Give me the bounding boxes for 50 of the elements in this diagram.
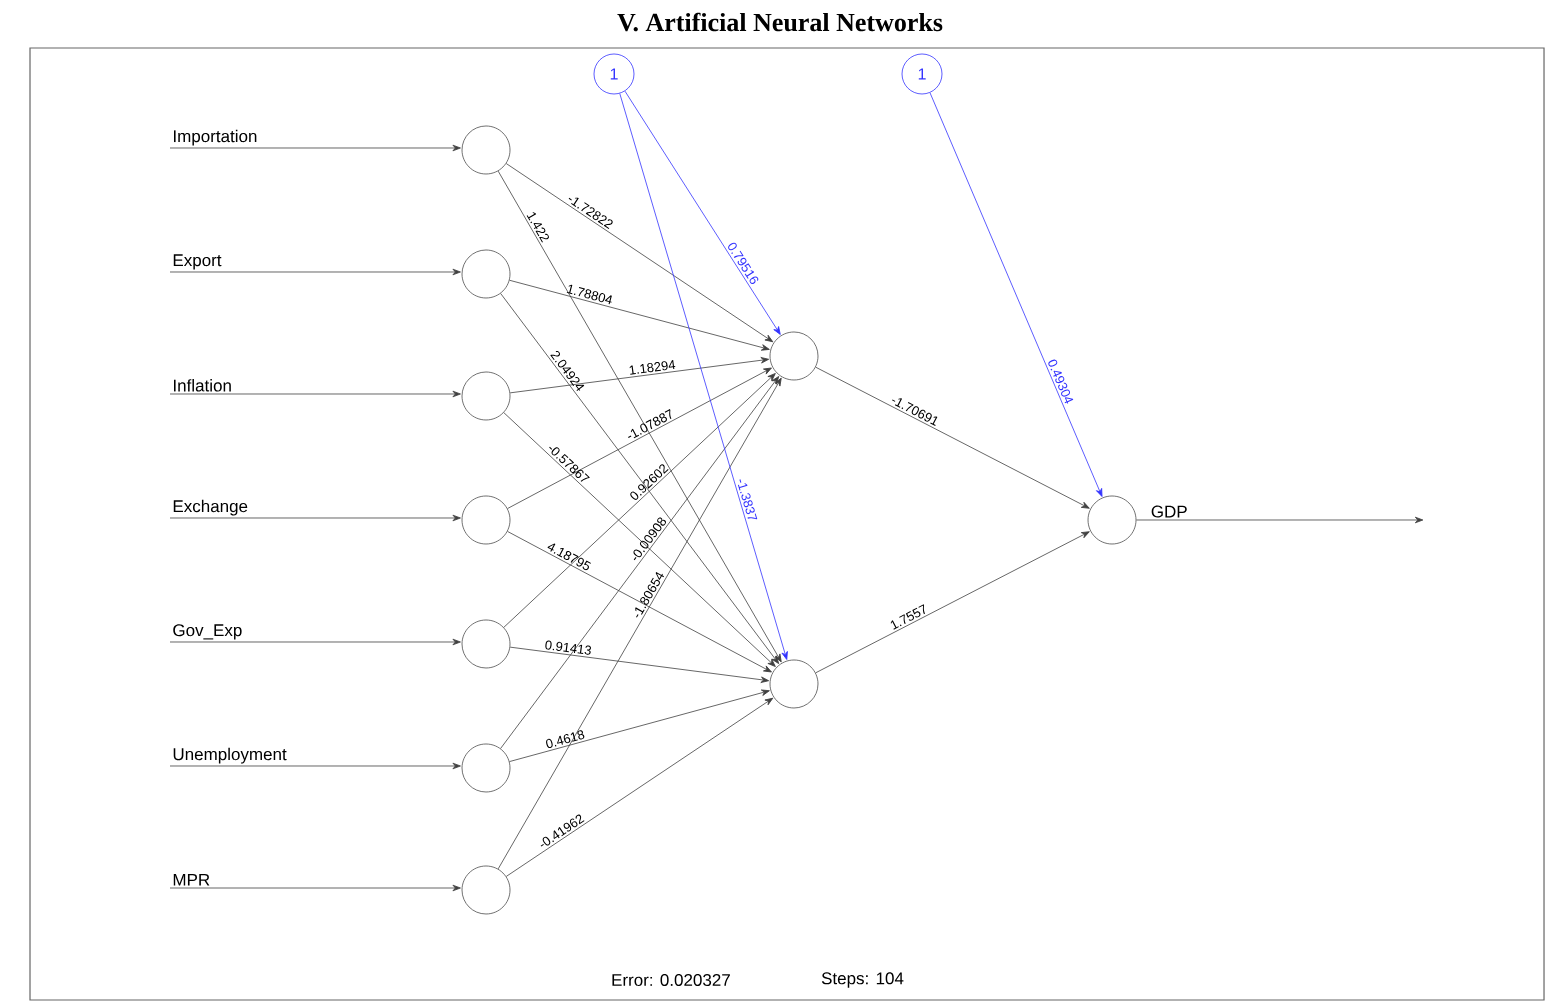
arrow bbox=[503, 373, 776, 628]
arrow bbox=[1136, 516, 1424, 524]
arrow bbox=[507, 367, 772, 509]
neuron-circle bbox=[1087, 495, 1137, 545]
arrow bbox=[169, 390, 461, 398]
arrow bbox=[509, 279, 770, 351]
input-label: Exchange bbox=[173, 499, 248, 516]
neuron-circle bbox=[769, 331, 819, 381]
arrow bbox=[500, 293, 780, 664]
neuron-circle bbox=[461, 619, 511, 669]
neuron-circle bbox=[461, 371, 511, 421]
input-label: Inflation bbox=[173, 379, 231, 392]
arrow bbox=[929, 92, 1103, 497]
arrow bbox=[497, 170, 782, 663]
arrow bbox=[507, 531, 772, 673]
arrow bbox=[497, 377, 782, 870]
bias-node: 1 bbox=[901, 53, 943, 95]
input-label: Unemployment bbox=[173, 747, 287, 764]
neuron-circle bbox=[461, 865, 511, 915]
arrow bbox=[815, 366, 1090, 509]
arrow bbox=[169, 762, 461, 770]
title: V. Artificial Neural Networks bbox=[617, 12, 943, 32]
arrow bbox=[500, 376, 780, 749]
arrow bbox=[509, 689, 770, 762]
input-label: MPR bbox=[173, 873, 210, 886]
neuron-circle bbox=[461, 249, 511, 299]
neuron-circle bbox=[461, 125, 511, 175]
arrow bbox=[169, 884, 461, 892]
arrow bbox=[169, 268, 461, 276]
arrow bbox=[503, 412, 776, 667]
input-label: Gov_Exp bbox=[173, 624, 242, 640]
arrow bbox=[509, 357, 770, 394]
bias-node: 1 bbox=[593, 53, 635, 95]
neuron-circle bbox=[461, 495, 511, 545]
arrow bbox=[169, 638, 461, 646]
arrow bbox=[505, 697, 774, 877]
input-label: Importation bbox=[173, 129, 257, 146]
arrow bbox=[624, 90, 781, 335]
output-label: GDP bbox=[1151, 505, 1187, 518]
footer-text: Steps: 104 bbox=[821, 972, 904, 988]
arrow bbox=[815, 531, 1090, 674]
arrow bbox=[169, 514, 461, 522]
arrow bbox=[169, 144, 461, 152]
arrow bbox=[505, 163, 774, 343]
arrow bbox=[619, 93, 788, 660]
neuron-circle bbox=[461, 743, 511, 793]
arrow bbox=[509, 646, 770, 683]
neuron-circle bbox=[769, 659, 819, 709]
footer-text: Error: 0.020327 bbox=[612, 974, 730, 986]
input-label: Export bbox=[173, 254, 222, 270]
